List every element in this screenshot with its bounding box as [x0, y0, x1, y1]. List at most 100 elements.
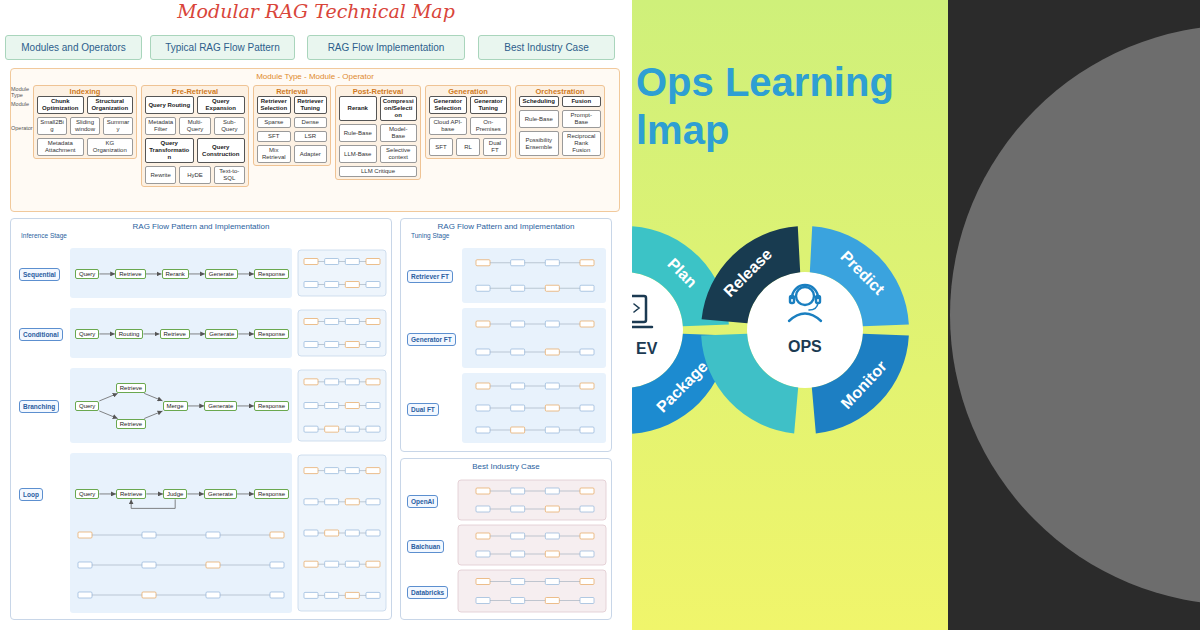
module-box: Generator Selection: [429, 96, 467, 114]
flow-arrow: [189, 273, 205, 274]
node-text: Response: [258, 271, 285, 278]
mini-box: [304, 403, 318, 409]
mini-link: [318, 284, 325, 285]
flow-band: [462, 248, 606, 303]
mini-link: [559, 408, 580, 409]
mini-link: [339, 564, 346, 565]
mini-link: [559, 581, 580, 582]
cycle-segment: Release: [720, 245, 776, 301]
left-panel-ground: [0, 0, 632, 630]
mini-box: [580, 533, 594, 539]
mini-link: [318, 501, 325, 502]
flow-bands: [70, 248, 606, 613]
mini-box: [366, 426, 380, 432]
mini-link: [318, 261, 325, 262]
flow-step-box: Retrieve: [160, 329, 190, 340]
operator-box: Model-Base: [380, 124, 418, 142]
mini-box: [476, 349, 490, 355]
loop-ring: [701, 226, 909, 433]
mini-box: [545, 260, 559, 266]
flow-arrow: [146, 273, 162, 274]
node-text: Best Industry Case: [401, 459, 611, 471]
section-tag: Sequential: [19, 268, 60, 281]
mini-box: [325, 342, 339, 348]
mini-box: [476, 405, 490, 411]
operator-box: Sub-Query: [214, 117, 245, 135]
node-text: Conditional: [23, 331, 59, 338]
laptop-base: [632, 326, 652, 329]
node-text: LSR: [304, 133, 316, 140]
case-band: [458, 570, 606, 612]
mini-link: [220, 595, 270, 596]
mini-link: [359, 470, 366, 471]
module-column: Chunk Optimization Structural Organizatio…: [33, 85, 137, 159]
node-text: Sub-Query: [217, 119, 242, 133]
node-text: Compression/Selection: [383, 98, 415, 119]
mini-link: [359, 429, 366, 430]
module-box: Structural Organization: [87, 96, 134, 114]
module-box: Chunk Optimization: [37, 96, 84, 114]
flow-arrow: [187, 493, 204, 494]
operator-box: Text-to-SQL: [214, 166, 245, 184]
mini-box: [511, 551, 525, 557]
mini-link: [339, 595, 346, 596]
mini-box: [345, 319, 359, 325]
loop-label: OPS: [788, 338, 822, 356]
node-text: Best Industry Case: [504, 42, 588, 54]
node-text: Rerank: [348, 105, 368, 112]
mini-box: [545, 533, 559, 539]
flow-step-box: Retrieve: [116, 419, 146, 430]
code-symbol: [632, 301, 639, 315]
mini-box: [476, 488, 490, 494]
node-text: Retrieve: [119, 271, 141, 278]
mini-box: [511, 405, 525, 411]
mini-link: [220, 565, 270, 566]
node-text: Sliding window: [73, 119, 97, 133]
module-box: Scheduling: [519, 96, 559, 107]
case-band: [458, 480, 606, 520]
mini-link: [525, 554, 546, 555]
headset-icon: [789, 285, 821, 321]
mini-link: [490, 600, 511, 601]
node-text: Package: [653, 358, 712, 417]
mini-link: [490, 386, 511, 387]
flow-arrow: [146, 493, 163, 494]
shoulders: [789, 314, 821, 322]
flow-step-box: Routing: [115, 329, 144, 340]
mini-box: [270, 592, 284, 598]
mini-link: [490, 430, 511, 431]
mini-box: [206, 532, 220, 538]
mini-link: [525, 352, 546, 353]
node-text: Dual FT: [486, 140, 504, 154]
operator-box: Cloud API-base: [429, 117, 467, 135]
node-text: Chunk Optimization: [40, 98, 81, 112]
mini-link: [359, 533, 366, 534]
mini-box: [545, 427, 559, 433]
mini-box: [325, 530, 339, 536]
mini-box: [366, 379, 380, 385]
node-text: Generation: [426, 86, 510, 99]
flow-band: [70, 453, 292, 613]
roadmap-title: Ops Learning: [636, 60, 894, 104]
flow-arrow: [144, 411, 162, 418]
node-text: Retrieve: [120, 421, 142, 428]
mini-box: [545, 405, 559, 411]
mini-box: [325, 403, 339, 409]
mini-link: [318, 470, 325, 471]
mini-box: [345, 342, 359, 348]
flow-panel: SequentialQueryRetrieveRerankGenerateRes…: [10, 218, 392, 620]
node-text: Databricks: [411, 589, 444, 596]
mini-link: [490, 288, 511, 289]
mini-box: [325, 592, 339, 598]
node-text: Generate: [208, 491, 233, 498]
mini-box: [345, 426, 359, 432]
mini-box: [580, 427, 594, 433]
node-text: Query Routing: [148, 102, 190, 109]
mini-link: [339, 381, 346, 382]
mini-box: [580, 383, 594, 389]
row-label: Module Type: [11, 86, 33, 98]
node-text: Scheduling: [523, 98, 555, 105]
mini-link: [339, 321, 346, 322]
node-text: Query Expansion: [200, 98, 243, 112]
node-text: Fusion: [571, 98, 591, 105]
